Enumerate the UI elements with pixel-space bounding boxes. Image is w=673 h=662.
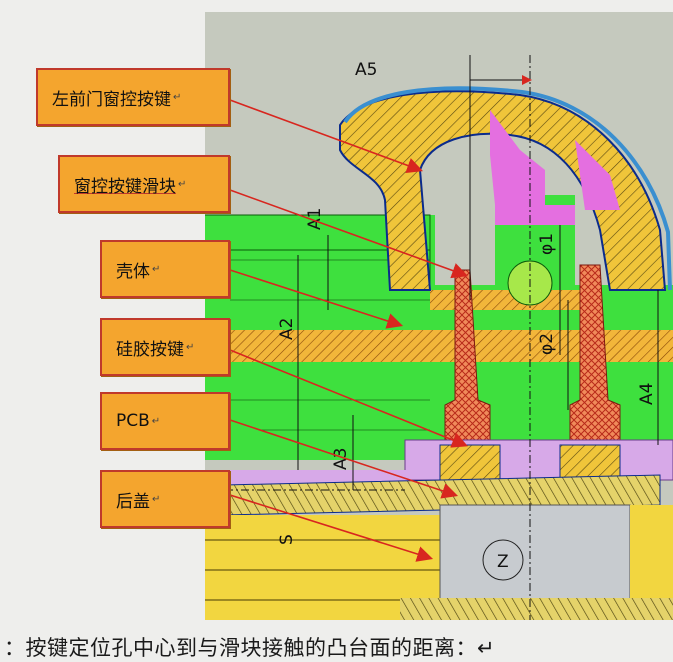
return-mark: ↵ (152, 493, 161, 505)
return-mark: ↵ (152, 263, 161, 275)
dim-a5: A5 (355, 60, 377, 80)
dim-a2: A2 (277, 318, 297, 340)
dim-phi1: φ1 (537, 233, 557, 255)
silicone-key-shape (444, 264, 621, 441)
return-mark: ↵ (178, 178, 187, 190)
return-mark: ↵ (186, 341, 195, 353)
callout-pcb: PCB↵ (100, 392, 230, 450)
dim-s: S (277, 534, 297, 545)
pcb-shape (225, 439, 673, 490)
leader-arrows (229, 99, 469, 562)
callout-label: 左前门窗控按键 (52, 89, 171, 110)
callout-label: 窗控按键滑块 (74, 176, 176, 197)
callout-label: PCB (116, 411, 150, 431)
callout-window-button-slider: 窗控按键滑块↵ (58, 155, 230, 213)
callout-left-front-window-button: 左前门窗控按键↵ (36, 68, 230, 126)
callout-label: 壳体 (116, 261, 150, 282)
return-mark: ↵ (173, 91, 182, 103)
dim-a3: A3 (331, 448, 351, 470)
callout-silicone-key: 硅胶按键↵ (100, 318, 230, 376)
callout-rear-cover: 后盖↵ (100, 470, 230, 528)
return-mark: ↵ (151, 415, 161, 427)
callout-housing: 壳体↵ (100, 240, 230, 298)
dim-z: Z (497, 552, 509, 572)
dimension-labels: A5 A1 A2 A3 A4 φ1 φ2 S Z (277, 60, 657, 572)
dimension-lines (225, 55, 659, 620)
window-button-shape (339, 86, 672, 306)
dim-a1: A1 (305, 208, 325, 230)
rear-cover-shape (205, 474, 673, 620)
dim-a4: A4 (637, 383, 657, 405)
callout-label: 后盖 (116, 491, 150, 512)
dim-phi2: φ2 (537, 333, 557, 355)
callout-label: 硅胶按键 (116, 339, 184, 360)
caption-text: ：按键定位孔中心到与滑块接触的凸台面的距离：↵ (4, 636, 496, 658)
